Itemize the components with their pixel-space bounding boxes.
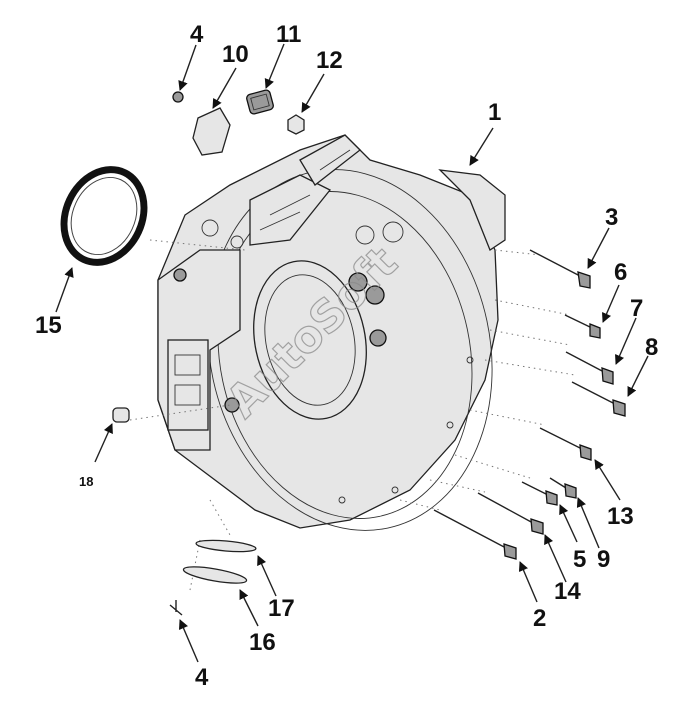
bolt-9 [549,477,577,499]
gasket-16 [182,566,248,584]
bolt-3 [529,249,591,289]
callout-1: 1 [488,99,501,126]
bolt-2 [433,509,517,560]
callout-7: 7 [630,295,643,322]
callout-17: 17 [268,595,295,622]
callout-9: 9 [597,546,610,573]
bolt-7 [565,351,614,385]
seal-ring [60,166,148,266]
callout-4-bottom: 4 [195,664,209,691]
threaded-plug [246,89,274,115]
drain-plug [112,407,130,423]
small-fitting-bottom [169,600,183,616]
small-fitting-top [172,91,184,103]
callout-16: 16 [249,629,276,656]
bolt-5 [521,481,558,506]
flywheel-housing [157,134,506,531]
bolt-6 [564,314,601,339]
callout-15: 15 [35,312,62,339]
bolt-8 [571,381,626,417]
assembly-lines [129,239,576,591]
callout-3: 3 [605,204,618,231]
leader-arrows [55,43,649,663]
callout-labels: 1 2 3 4 4 5 6 7 8 9 10 11 12 13 14 15 16… [35,21,658,691]
callout-2: 2 [533,605,546,632]
callout-12: 12 [316,47,343,74]
callout-10: 10 [222,41,249,68]
callout-13: 13 [607,503,634,530]
callout-18: 18 [79,474,93,489]
callout-4-top: 4 [190,21,204,48]
nut [287,114,305,135]
bolt-14 [477,492,544,535]
bolts [433,249,626,560]
callout-14: 14 [554,578,581,605]
callout-6: 6 [614,259,627,286]
bolt-13 [539,427,592,461]
callout-11: 11 [276,21,301,48]
callout-8: 8 [645,334,658,361]
gasket-17 [195,539,257,553]
gasket [192,107,231,156]
callout-5: 5 [573,546,586,573]
